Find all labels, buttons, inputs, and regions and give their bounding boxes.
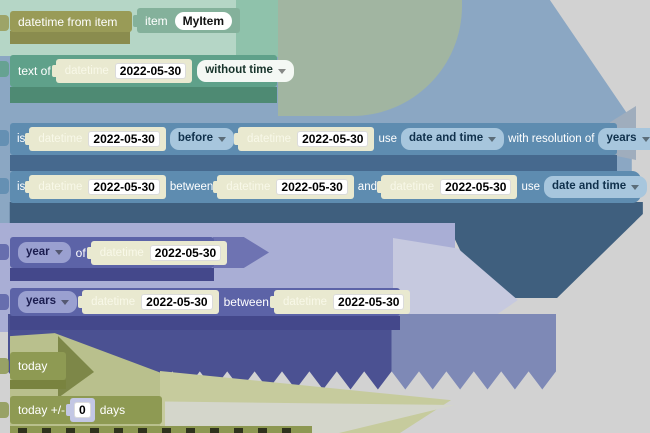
item-label: item	[145, 13, 168, 28]
datetime-block[interactable]: datetime 2022-05-30	[376, 175, 518, 199]
datetime-block[interactable]: datetime 2022-05-30	[51, 59, 193, 83]
puzzle-tab-icon	[0, 244, 9, 260]
between-label: between	[223, 295, 269, 309]
operator-dropdown[interactable]: before	[169, 128, 234, 150]
datetime-block[interactable]: datetime 2022-05-30	[233, 127, 375, 151]
shadow-today	[10, 380, 66, 389]
dropdown-arrow-icon	[641, 136, 650, 142]
format-dropdown[interactable]: without time	[197, 60, 294, 82]
datetime-field[interactable]: 2022-05-30	[141, 294, 213, 310]
datetime-field[interactable]: 2022-05-30	[276, 179, 348, 195]
puzzle-tab-icon	[0, 130, 9, 146]
block-datetime-from-item[interactable]: datetime from item	[10, 11, 132, 32]
dropdown-value: year	[26, 245, 50, 258]
of-label: of	[75, 245, 86, 260]
datetime-label: datetime	[38, 133, 83, 145]
puzzle-tab-icon	[0, 178, 9, 194]
days-field[interactable]: 0	[74, 402, 91, 418]
datetime-label: datetime	[64, 65, 109, 77]
puzzle-tab-icon	[0, 61, 9, 77]
use-label: use	[378, 133, 398, 145]
block-year-of[interactable]: year of datetime 2022-05-30	[10, 237, 228, 268]
dropdown-value: before	[177, 132, 213, 145]
resolution-label: with resolution of	[508, 133, 595, 145]
dropdown-arrow-icon	[217, 136, 226, 142]
dropdown-value: date and time	[409, 132, 484, 145]
dropdown-value: date and time	[552, 180, 627, 193]
block-label: is	[17, 181, 26, 193]
datetime-block[interactable]: datetime 2022-05-30	[78, 290, 219, 314]
dropdown-value: years	[26, 295, 57, 308]
datetime-field[interactable]: 2022-05-30	[149, 244, 222, 261]
use-dropdown[interactable]: date and time	[401, 128, 505, 150]
datetime-block[interactable]: datetime 2022-05-30	[213, 175, 354, 199]
block-label: today +/-	[18, 403, 66, 417]
datetime-field[interactable]: 2022-05-30	[440, 179, 512, 195]
dropdown-arrow-icon	[488, 136, 497, 142]
block-label: is	[17, 133, 26, 145]
resolution-dropdown[interactable]: years	[598, 128, 650, 150]
clipped-block[interactable]	[10, 426, 312, 433]
datetime-label: datetime	[389, 181, 435, 193]
block-years-between[interactable]: years datetime 2022-05-30 between dateti…	[10, 288, 411, 316]
datetime-label: datetime	[91, 296, 136, 308]
block-today-offset[interactable]: today +/- 0 days	[10, 396, 162, 424]
dropdown-value: without time	[205, 64, 273, 77]
shadow-is-before	[10, 155, 617, 171]
shadow-text-of	[10, 87, 277, 103]
block-label: text of	[18, 64, 51, 78]
use-dropdown[interactable]: date and time	[544, 176, 648, 198]
dropdown-arrow-icon	[277, 68, 286, 74]
block-text-of[interactable]: text of datetime 2022-05-30 without time	[10, 55, 294, 87]
dropdown-value: years	[606, 132, 637, 145]
dropdown-arrow-icon	[54, 250, 63, 255]
shadow-years-between	[10, 316, 400, 330]
block-is-before[interactable]: is datetime 2022-05-30 before datetime 2…	[10, 123, 650, 155]
datetime-label: datetime	[282, 296, 328, 308]
datetime-field[interactable]: 2022-05-30	[297, 131, 369, 147]
block-item[interactable]: item MyItem	[132, 8, 241, 33]
puzzle-tab-icon	[0, 15, 9, 31]
dropdown-arrow-icon	[61, 299, 70, 305]
datetime-block[interactable]: datetime 2022-05-30	[269, 290, 411, 314]
shadow-year-of	[10, 268, 214, 281]
datetime-label: datetime	[246, 133, 292, 145]
datetime-block[interactable]: datetime 2022-05-30	[25, 175, 166, 199]
shadow-datetime-from-item	[10, 31, 130, 44]
datetime-label: datetime	[226, 181, 271, 193]
puzzle-tab-icon	[0, 402, 9, 418]
datetime-block[interactable]: datetime 2022-05-30	[25, 127, 166, 151]
block-label: datetime from item	[18, 14, 118, 29]
dropdown-arrow-icon	[631, 184, 640, 190]
block-today[interactable]: today	[10, 352, 66, 380]
and-label: and	[357, 181, 377, 193]
datetime-label: datetime	[38, 181, 83, 193]
puzzle-tab-icon	[0, 358, 9, 374]
number-input-holder: 0	[66, 398, 95, 422]
datetime-field[interactable]: 2022-05-30	[88, 179, 160, 195]
use-label: use	[521, 181, 541, 193]
between-label: between	[169, 181, 214, 193]
part-dropdown[interactable]: year	[18, 241, 71, 264]
datetime-field[interactable]: 2022-05-30	[333, 294, 405, 310]
clipped-text-fragments	[18, 428, 298, 433]
datetime-field[interactable]: 2022-05-30	[114, 63, 187, 79]
bg-teal-mid-silhouette	[236, 0, 278, 57]
days-label: days	[99, 403, 126, 417]
datetime-label: datetime	[99, 246, 144, 259]
block-label: today	[18, 359, 48, 373]
puzzle-tab-icon	[0, 294, 9, 310]
block-is-between[interactable]: is datetime 2022-05-30 between datetime …	[10, 171, 648, 203]
datetime-field[interactable]: 2022-05-30	[88, 131, 160, 147]
datetime-block[interactable]: datetime 2022-05-30	[86, 240, 228, 265]
item-name-field[interactable]: MyItem	[174, 11, 233, 30]
units-dropdown[interactable]: years	[18, 291, 78, 313]
